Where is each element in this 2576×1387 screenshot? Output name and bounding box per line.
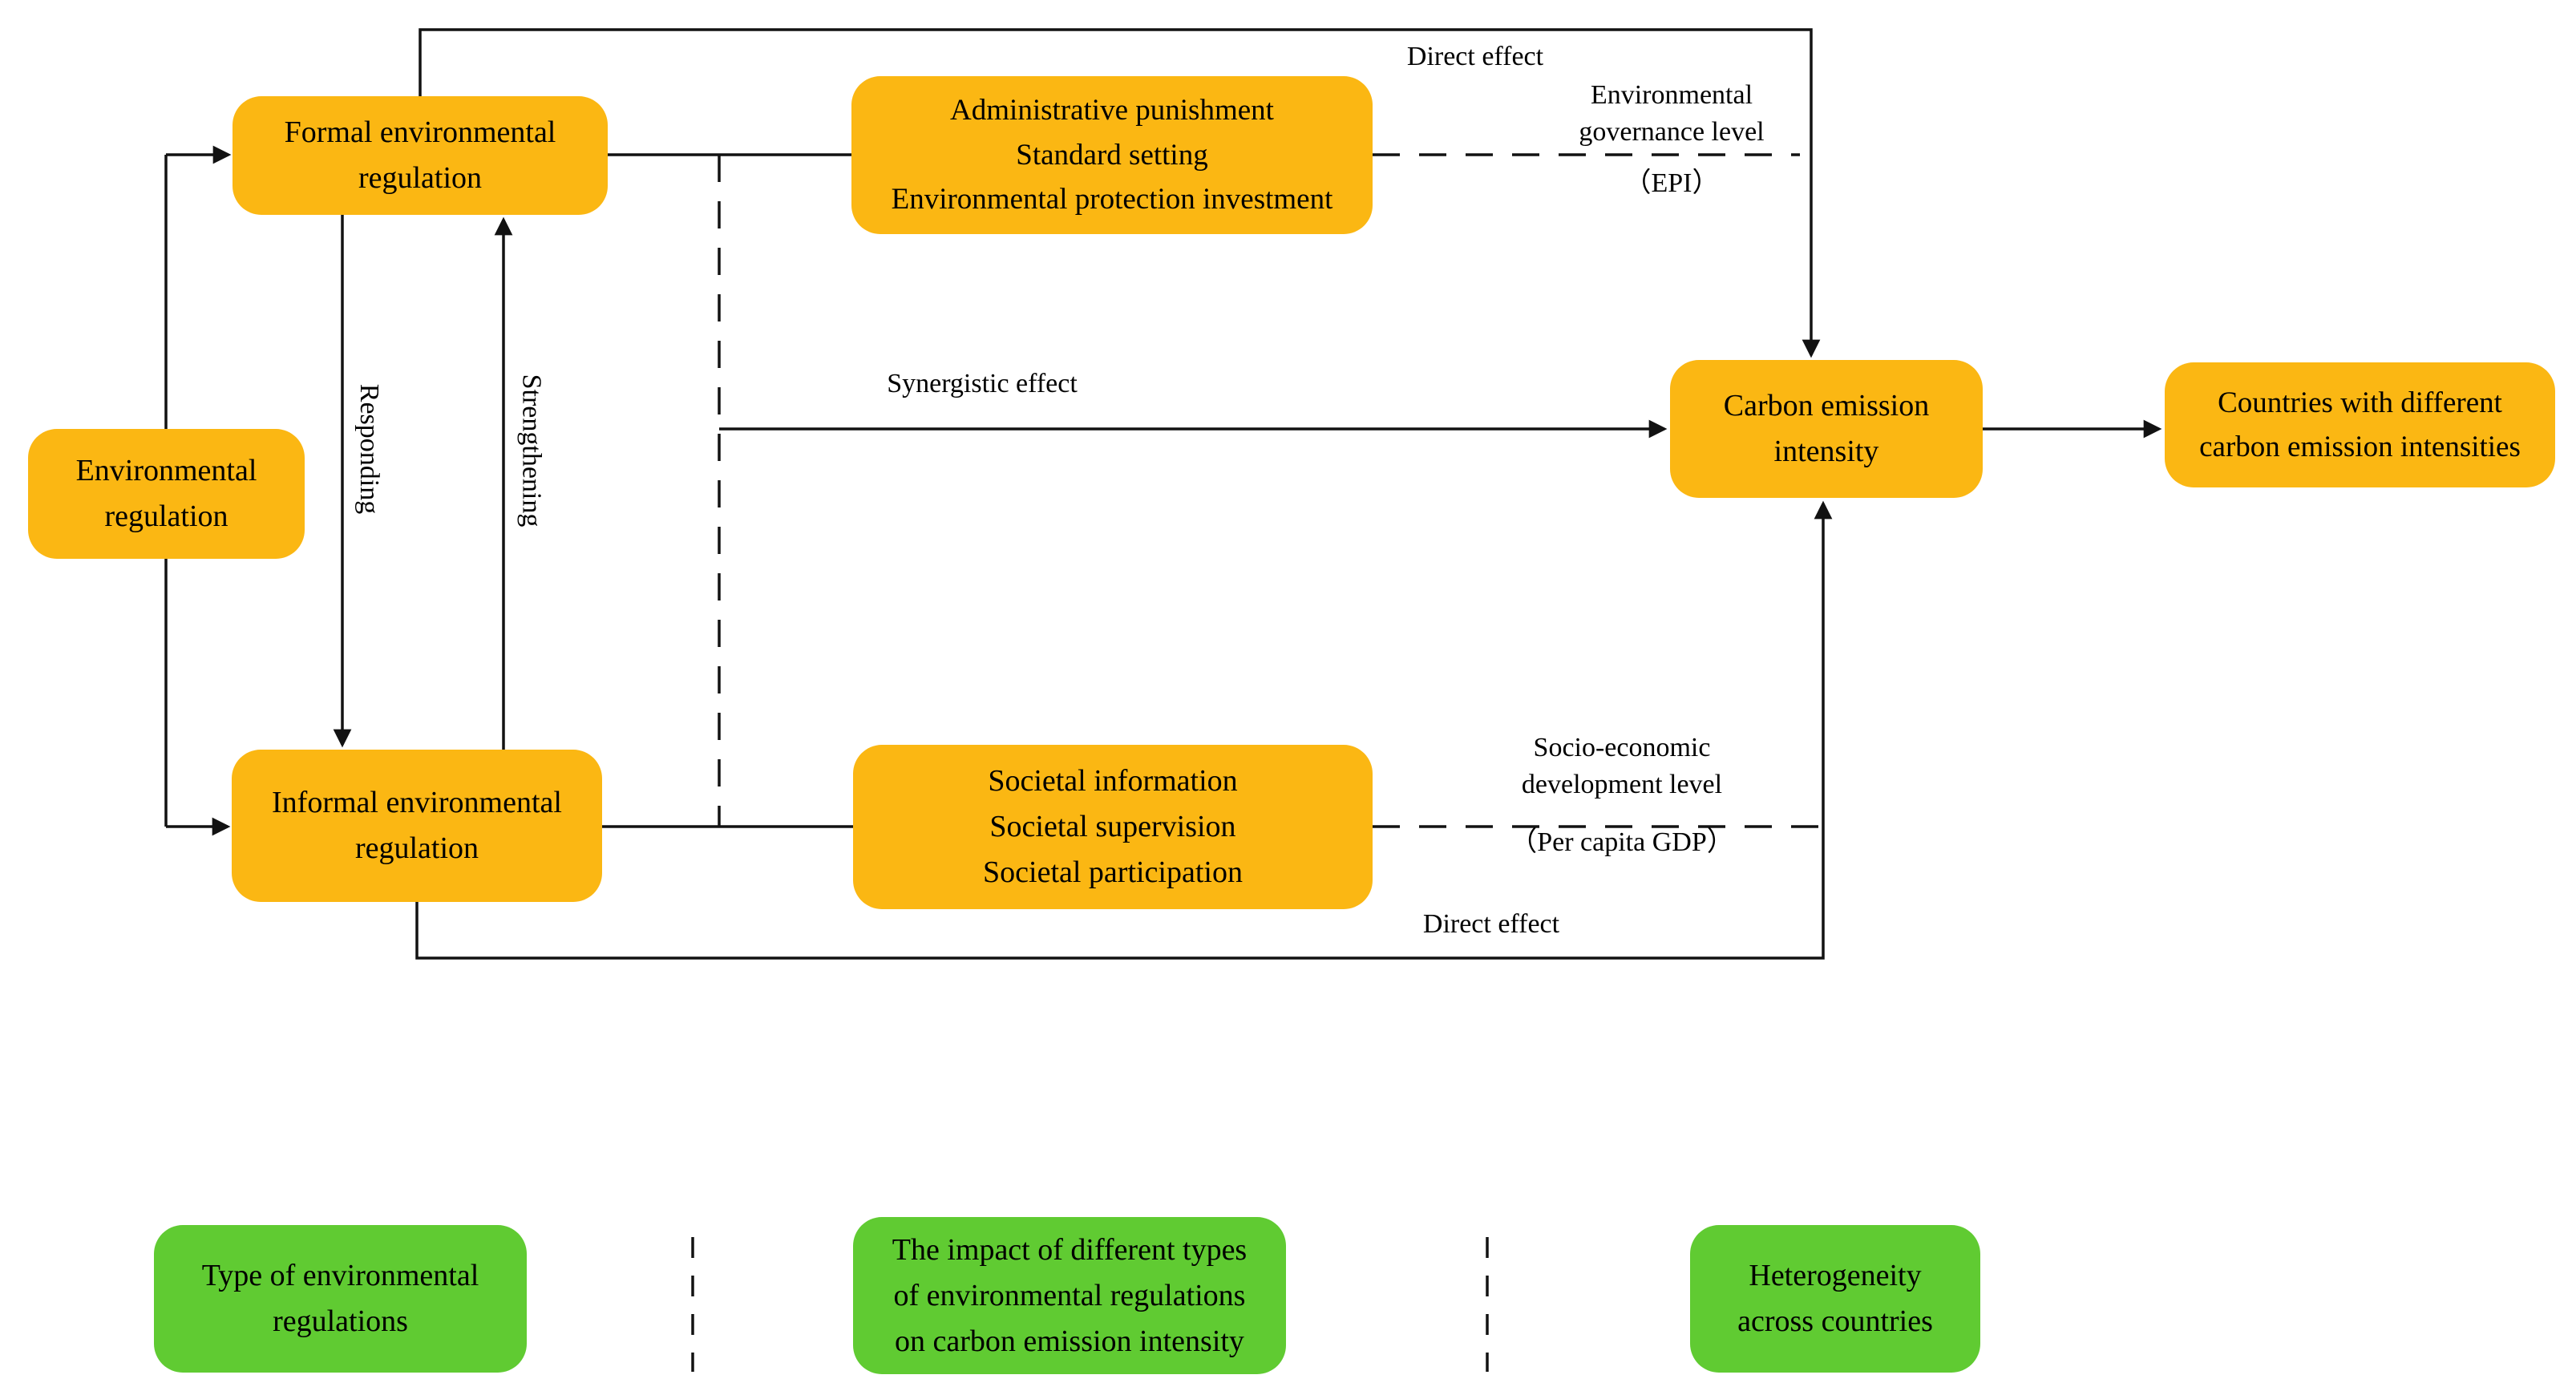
legend-type-of-environmental-regulations: Type of environmental regulations <box>154 1225 527 1373</box>
node-countries-different-intensities: Countries with different carbon emission… <box>2165 362 2555 487</box>
label-strengthening: Strengthening <box>516 374 547 528</box>
label-environmental-governance-level: Environmental governance level <box>1579 80 1765 147</box>
label-synergistic-effect: Synergistic effect <box>887 369 1078 398</box>
label-epi: （EPI） <box>1624 168 1720 198</box>
node-formal-environmental-regulation: Formal environmental regulation <box>233 96 608 215</box>
edge-direct-effect-bottom-frame <box>415 500 1833 960</box>
label-direct-effect-top: Direct effect <box>1406 42 1544 71</box>
label-socio-economic-development-level: Socio-economic development level <box>1521 733 1723 799</box>
node-informal-environmental-regulation: Informal environmental regulation <box>232 750 602 902</box>
node-administrative-measures: Administrative punishment Standard setti… <box>851 76 1373 234</box>
node-carbon-emission-intensity: Carbon emission intensity <box>1670 360 1983 498</box>
label-responding: Responding <box>354 383 384 515</box>
label-per-capita-gdp: （Per capita GDP） <box>1510 827 1734 857</box>
edge-direct-effect-top-frame <box>419 28 1821 358</box>
legend-heterogeneity-across-countries: Heterogeneity across countries <box>1690 1225 1980 1373</box>
label-direct-effect-bottom: Direct effect <box>1422 909 1560 939</box>
legend-impact-on-carbon-emission-intensity: The impact of different types of environ… <box>853 1217 1286 1374</box>
node-societal-measures: Societal information Societal supervisio… <box>853 745 1373 909</box>
node-environmental-regulation: Environmental regulation <box>28 429 305 559</box>
